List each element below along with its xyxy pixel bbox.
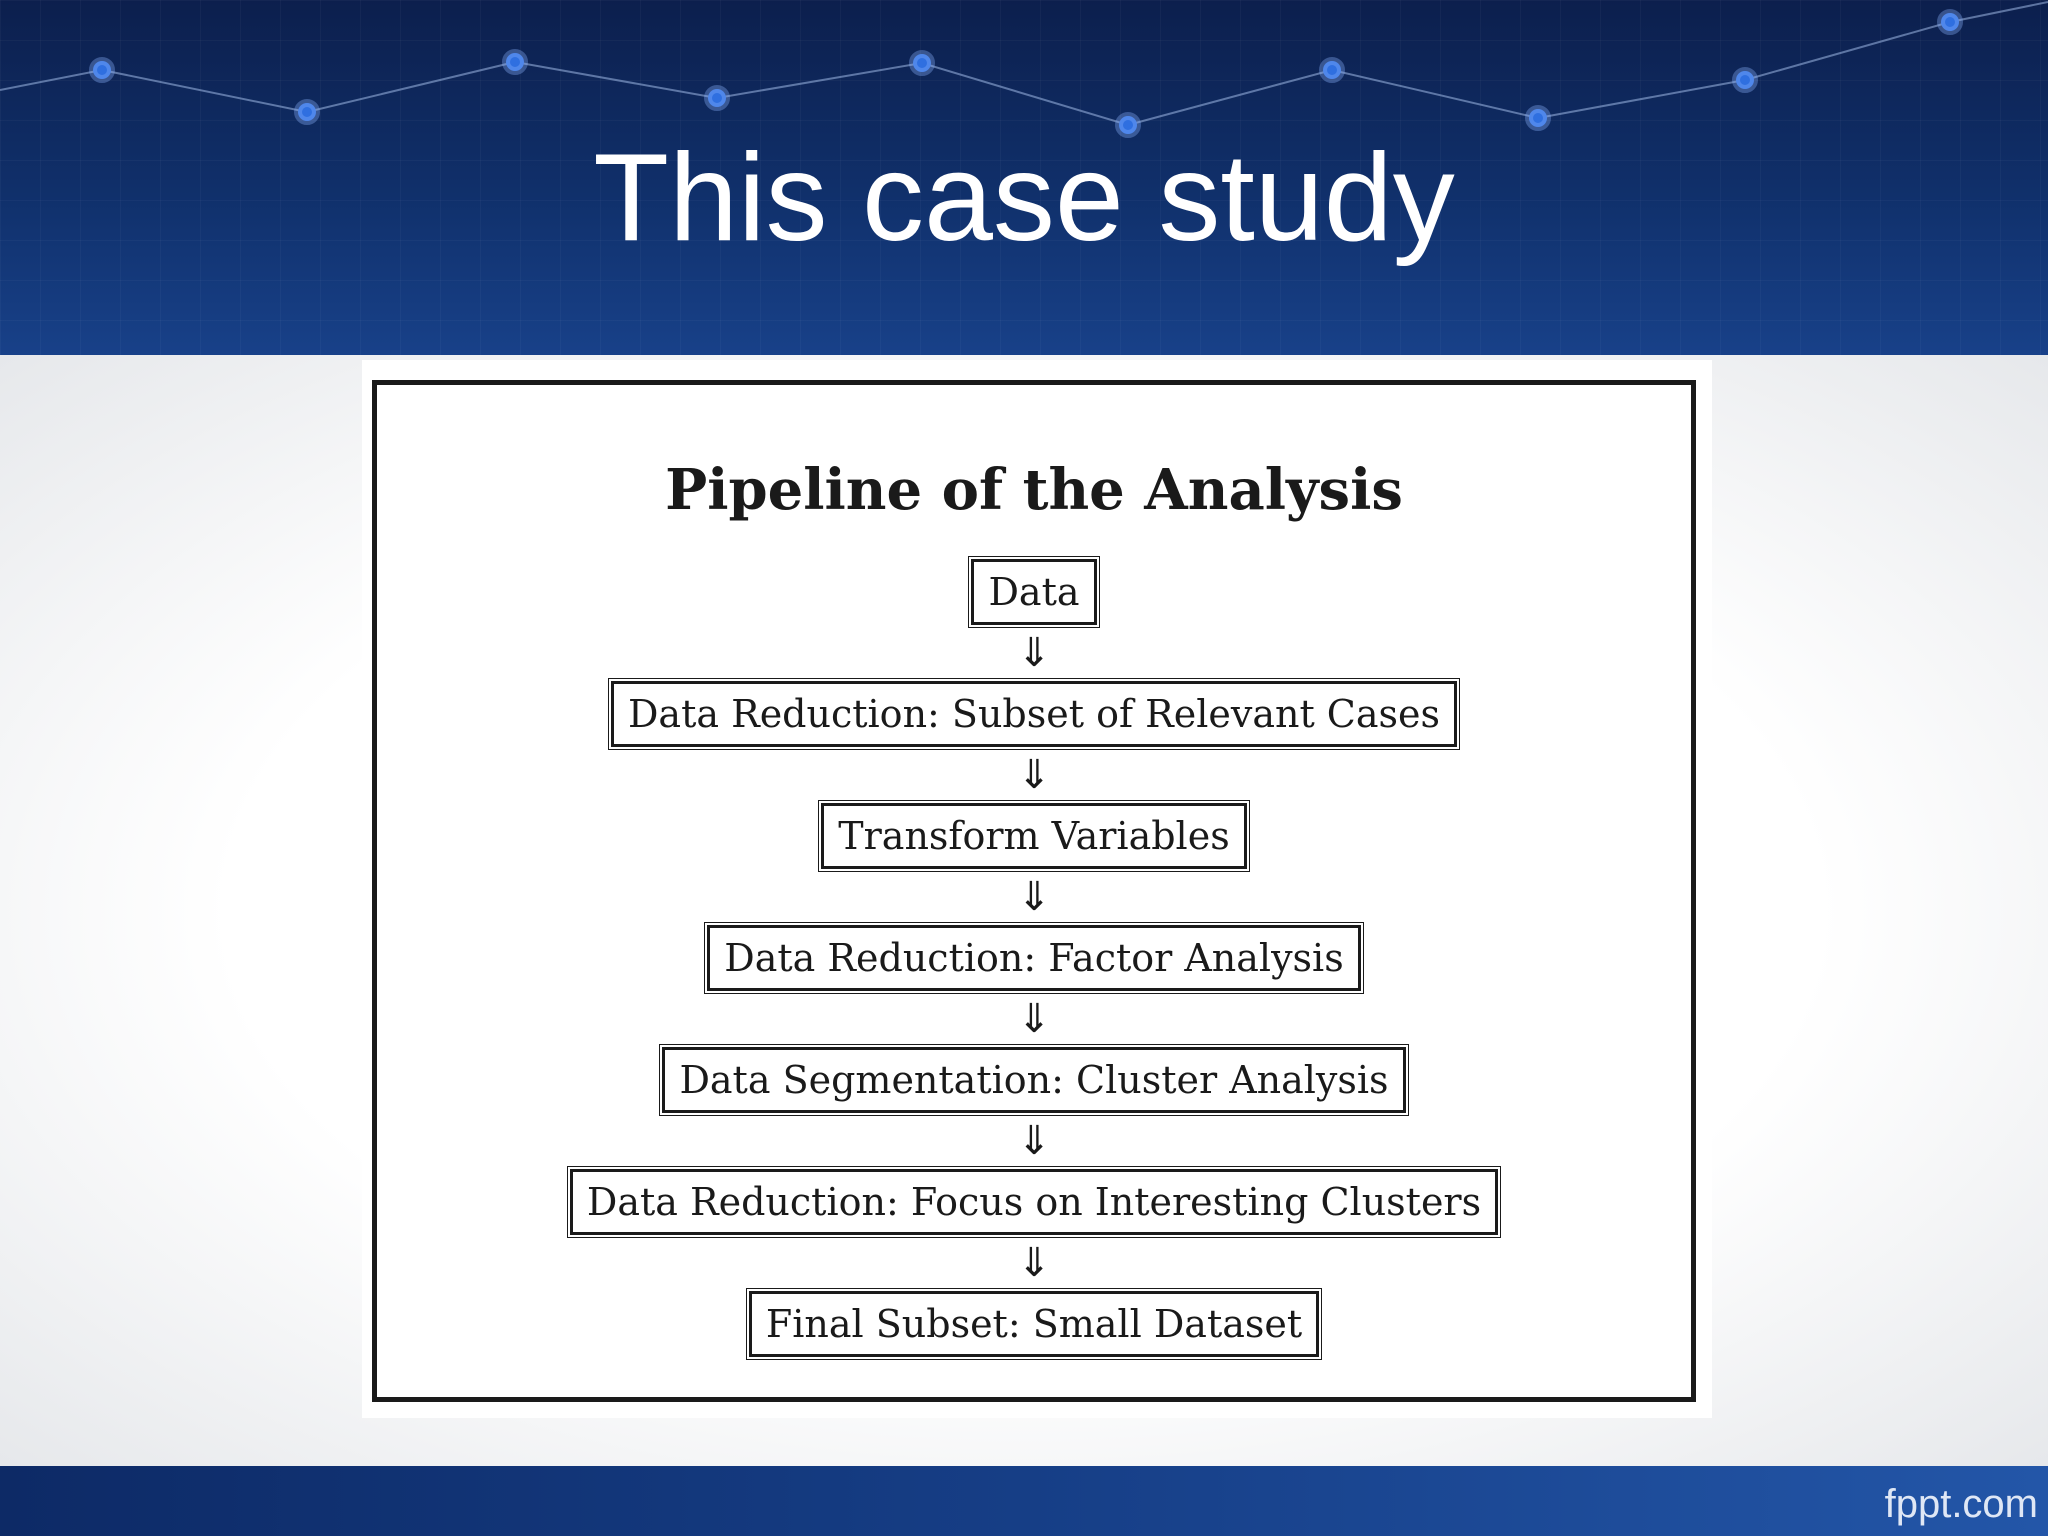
down-arrow-icon: ⇓ [1017,630,1051,676]
footer-brand: fppt.com [1884,1482,2038,1526]
figure-frame: Pipeline of the Analysis Data ⇓ Data Red… [372,380,1696,1402]
pipeline-step-subset-cases: Data Reduction: Subset of Relevant Cases [607,678,1461,750]
slide-header: This case study [0,0,2048,355]
down-arrow-icon: ⇓ [1017,752,1051,798]
down-arrow-icon: ⇓ [1017,996,1051,1042]
slide-footer: fppt.com [0,1466,2048,1536]
figure-title: Pipeline of the Analysis [665,457,1403,523]
down-arrow-icon: ⇓ [1017,1118,1051,1164]
pipeline-step-factor-analysis: Data Reduction: Factor Analysis [704,922,1364,994]
pipeline-flow: Data ⇓ Data Reduction: Subset of Relevan… [377,556,1691,1360]
pipeline-step-cluster-analysis: Data Segmentation: Cluster Analysis [659,1044,1409,1116]
pipeline-step-focus-clusters: Data Reduction: Focus on Interesting Clu… [566,1166,1502,1238]
down-arrow-icon: ⇓ [1017,1240,1051,1286]
header-grid-pattern [0,0,2048,355]
pipeline-step-transform: Transform Variables [818,800,1250,872]
down-arrow-icon: ⇓ [1017,874,1051,920]
pipeline-step-final-subset: Final Subset: Small Dataset [745,1288,1323,1360]
pipeline-figure: Pipeline of the Analysis Data ⇓ Data Red… [362,360,1712,1418]
connected-dots-icon [0,1,2048,138]
slide-title: This case study [593,129,1455,267]
pipeline-step-data: Data [968,556,1100,628]
